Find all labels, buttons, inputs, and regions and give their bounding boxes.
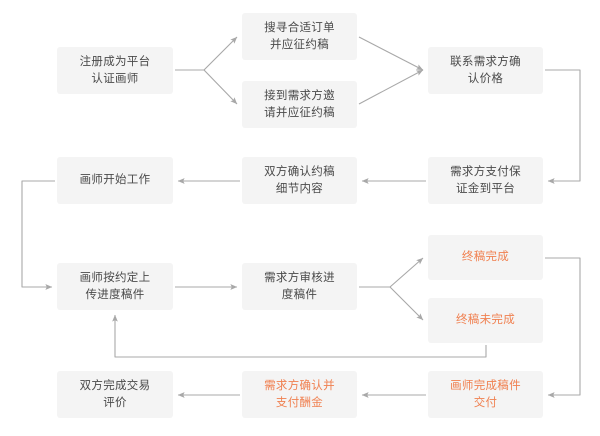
node-label-confirm-details: 双方确认约稿 细节内容 <box>264 165 335 195</box>
node-receive-invite[interactable]: 接到需求方邀 请并应征约稿 <box>242 81 357 128</box>
node-label-deliver: 画师完成稿件 交付 <box>450 379 521 409</box>
node-confirm-price[interactable]: 联系需求方确 认价格 <box>428 47 543 94</box>
node-label-start-work: 画师开始工作 <box>79 174 151 186</box>
node-label-pay-deposit: 需求方支付保 证金到平台 <box>450 165 521 195</box>
node-final-done[interactable]: 终稿完成 <box>428 235 543 280</box>
edge-review-to-notdone <box>359 286 424 321</box>
node-label-receive-invite: 接到需求方邀 请并应征约稿 <box>264 89 335 119</box>
node-final-not-done[interactable]: 终稿未完成 <box>428 298 543 343</box>
node-deliver[interactable]: 画师完成稿件 交付 <box>428 371 543 418</box>
node-label-pay-fee: 需求方确认并 支付酬金 <box>264 379 335 409</box>
node-label-search-order: 搜寻合适订单 并应征约稿 <box>264 21 335 51</box>
node-start-work[interactable]: 画师开始工作 <box>57 157 173 204</box>
node-label-confirm-price: 联系需求方确 认价格 <box>450 55 521 85</box>
node-pay-deposit[interactable]: 需求方支付保 证金到平台 <box>428 157 543 204</box>
edge-start-to-upload <box>21 180 55 290</box>
node-label-complete-review: 双方完成交易 评价 <box>79 379 151 409</box>
node-label-register: 注册成为平台 认证画师 <box>79 55 151 85</box>
node-label-upload-progress: 画师按约定上 传进度稿件 <box>79 271 151 301</box>
edge-invite-to-price <box>358 69 424 105</box>
node-complete-review[interactable]: 双方完成交易 评价 <box>57 371 173 418</box>
node-label-review-progress: 需求方审核进 度稿件 <box>264 271 335 301</box>
node-review-progress[interactable]: 需求方审核进 度稿件 <box>242 263 357 310</box>
edge-price-to-deposit <box>545 69 581 184</box>
node-label-final-done: 终稿完成 <box>461 251 510 263</box>
node-upload-progress[interactable]: 画师按约定上 传进度稿件 <box>57 263 173 310</box>
node-search-order[interactable]: 搜寻合适订单 并应征约稿 <box>242 13 357 60</box>
node-pay-fee[interactable]: 需求方确认并 支付酬金 <box>242 371 357 418</box>
node-label-final-not-done: 终稿未完成 <box>456 314 515 326</box>
node-confirm-details[interactable]: 双方确认约稿 细节内容 <box>242 157 357 204</box>
edge-search-to-price <box>358 36 424 71</box>
edge-review-to-done <box>359 257 424 288</box>
edge-register-to-invite <box>175 69 238 105</box>
edge-register-to-search <box>175 36 238 71</box>
edge-done-to-deliver <box>545 257 581 398</box>
node-register[interactable]: 注册成为平台 认证画师 <box>57 47 173 94</box>
